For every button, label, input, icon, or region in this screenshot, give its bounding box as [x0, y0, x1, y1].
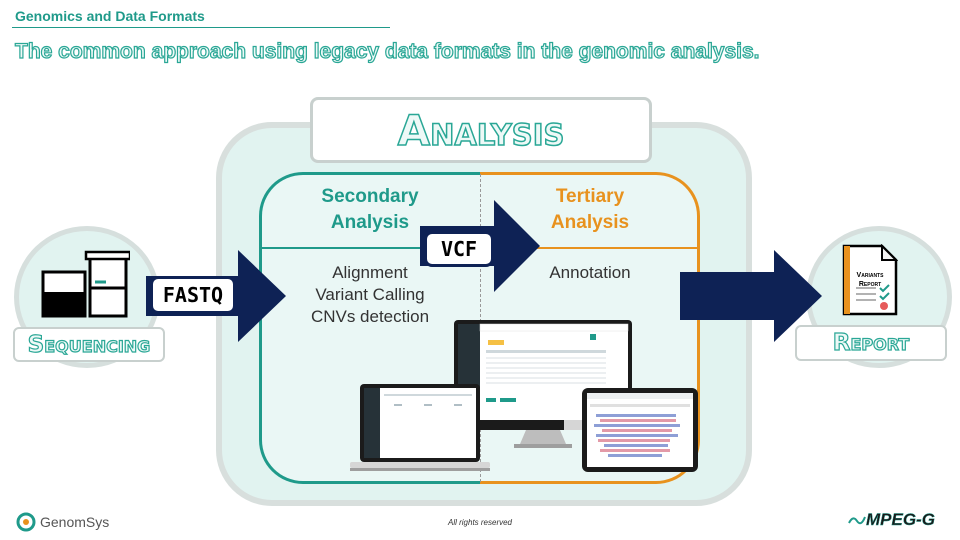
tertiary-title-line1: Tertiary: [555, 186, 625, 207]
tertiary-header-line: [481, 247, 697, 249]
report-label: Report: [832, 329, 910, 356]
laptop-mockup: [350, 384, 490, 472]
secondary-header-line: [262, 247, 480, 249]
mpeg-g-logo-text: MPEG-G: [866, 510, 935, 529]
report-doc-line1: Variants: [856, 272, 884, 279]
report-document-icon: [842, 243, 899, 316]
tablet-mockup: [582, 388, 698, 472]
report-label-box: Report: [795, 325, 947, 361]
genomsys-logo: GenomSys: [16, 511, 109, 533]
tertiary-analysis-title: Tertiary Analysis: [510, 184, 670, 236]
secondary-title-line1: Secondary: [321, 186, 419, 207]
header-divider: [12, 27, 390, 28]
slide-subtitle: The common approach using legacy data fo…: [14, 39, 760, 63]
vcf-format-tag: VCF: [424, 231, 494, 267]
report-arrow: [680, 250, 822, 342]
genomsys-logo-mark-icon: [16, 512, 36, 532]
fastq-format-tag: FASTQ: [150, 276, 236, 314]
task-variant-calling: Variant Calling: [315, 285, 425, 304]
mpeg-g-logo: MPEG-G: [848, 508, 935, 532]
tertiary-task-list: Annotation: [510, 262, 670, 284]
mpeg-g-wave-icon: [848, 516, 866, 525]
task-cnv-detection: CNVs detection: [310, 307, 430, 326]
secondary-analysis-title: Secondary Analysis: [290, 184, 450, 236]
sequencing-label: Sequencing: [27, 331, 151, 358]
sequencing-label-box: Sequencing: [13, 327, 165, 362]
task-alignment: Alignment: [332, 263, 408, 282]
task-annotation: Annotation: [549, 263, 631, 282]
analysis-label: Analysis: [397, 105, 565, 156]
rights-notice: All rights reserved: [447, 518, 513, 527]
report-doc-line2: Report: [858, 281, 882, 288]
genomsys-logo-text: GenomSys: [40, 514, 110, 530]
sequencer-icon: [40, 250, 132, 320]
slide-header: Genomics and Data Formats: [15, 8, 205, 24]
secondary-title-line2: Analysis: [330, 212, 410, 233]
analysis-label-box: Analysis: [310, 97, 652, 163]
tertiary-title-line2: Analysis: [550, 212, 630, 233]
secondary-task-list: Alignment Variant Calling CNVs detection: [280, 262, 460, 328]
